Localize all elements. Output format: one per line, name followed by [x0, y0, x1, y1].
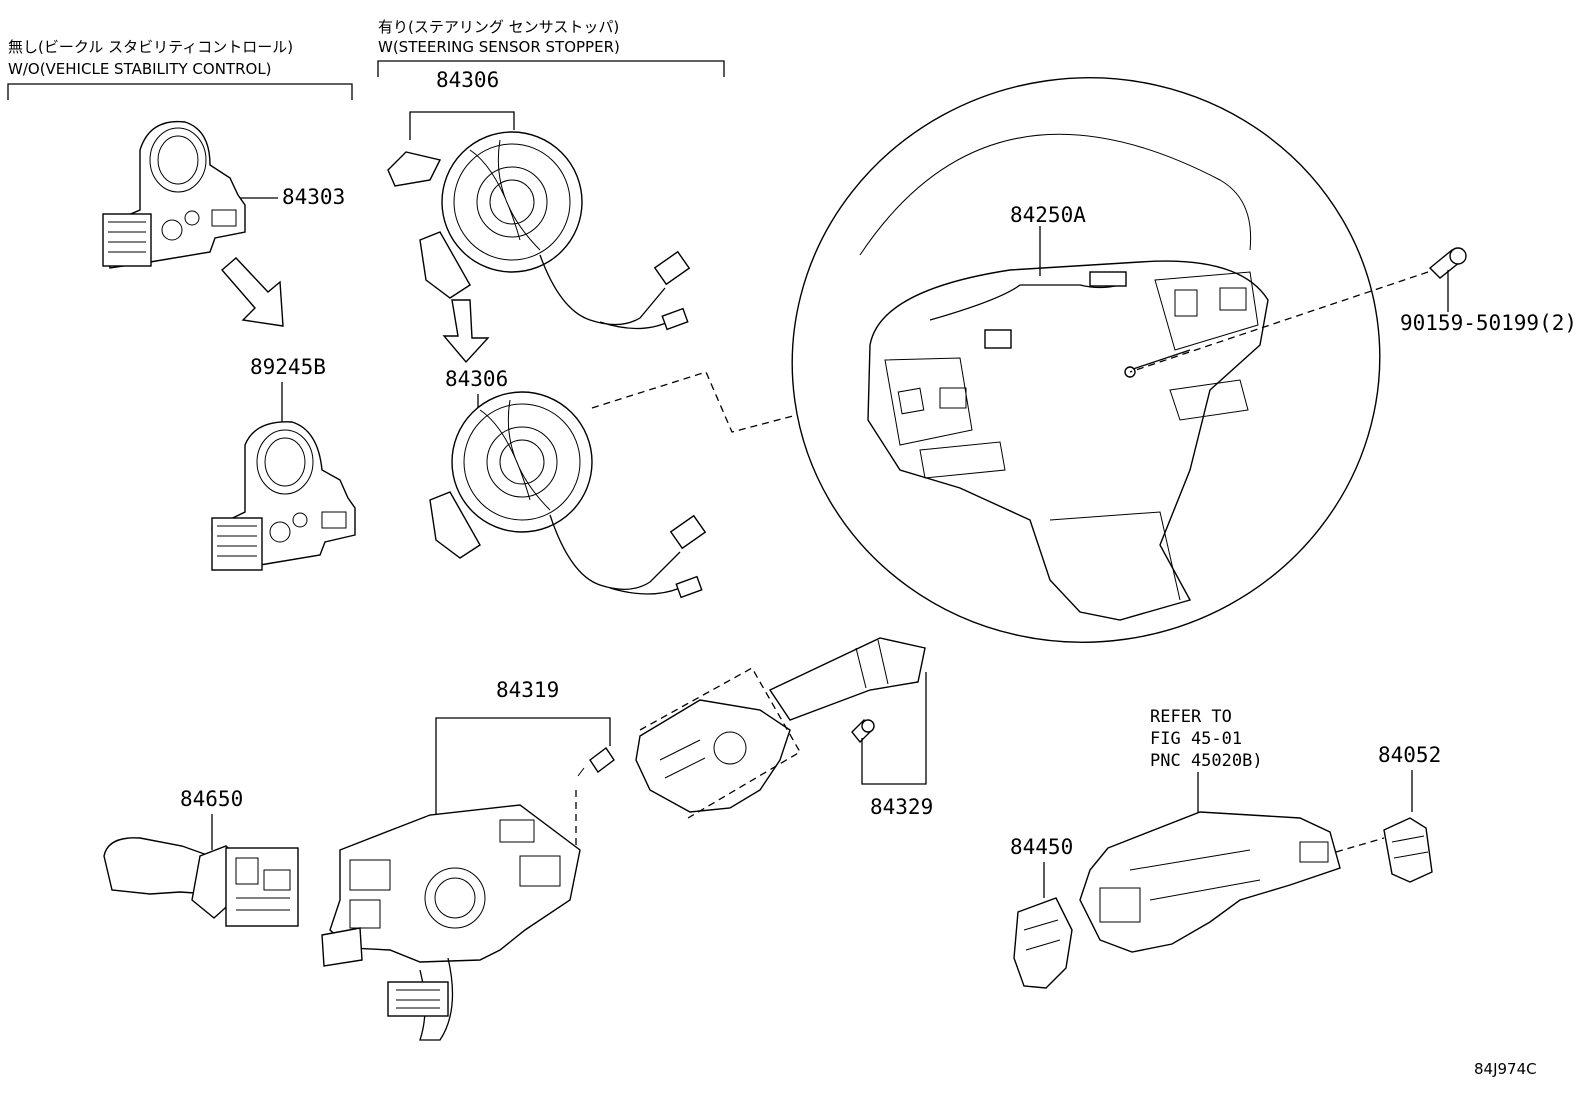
part-84306-top-drawing [387, 111, 691, 331]
part-84250a-drawing [791, 77, 1381, 643]
part-84650-drawing [103, 814, 299, 927]
label-84329: 84329 [870, 795, 933, 819]
part-84450-drawing [1013, 862, 1073, 989]
label-84450: 84450 [1010, 835, 1073, 859]
label-89245b: 89245B [250, 355, 326, 379]
diagram-id: 84J974C [1474, 1060, 1537, 1078]
label-84052: 84052 [1378, 743, 1441, 767]
heading-wo-vsc-en: W/O(VEHICLE STABILITY CONTROL) [8, 60, 272, 78]
refer-line2: FIG 45-01 [1150, 729, 1242, 749]
heading-w-stopper-en: W(STEERING SENSOR STOPPER) [378, 38, 620, 56]
label-90159: 90159-50199(2) [1400, 311, 1577, 335]
heading-wo-vsc-jp: 無し(ビークル スタビリティコントロール) [8, 38, 293, 56]
refer-note: REFER TO FIG 45-01 PNC 45020B) [1150, 707, 1263, 814]
label-84306-bottom: 84306 [445, 367, 508, 391]
part-90159-screw [1129, 247, 1467, 373]
label-84306-top: 84306 [436, 68, 499, 92]
part-84052-drawing [1383, 770, 1433, 883]
part-89245b-drawing [211, 382, 356, 571]
heading-w-stopper: 有り(ステアリング センサストッパ) W(STEERING SENSOR STO… [377, 18, 725, 77]
heading-wo-vsc: 無し(ビークル スタビリティコントロール) W/O(VEHICLE STABIL… [7, 38, 353, 100]
label-84319: 84319 [496, 678, 559, 702]
arrow-84306-down [442, 299, 490, 364]
steering-column-housing [1079, 811, 1341, 953]
part-84329-drawing [635, 637, 927, 819]
heading-w-stopper-jp: 有り(ステアリング センサストッパ) [378, 18, 619, 36]
leader-84052 [1335, 837, 1385, 853]
refer-line3: PNC 45020B) [1150, 751, 1263, 771]
part-84303-drawing [102, 120, 278, 269]
label-84250a: 84250A [1010, 203, 1086, 227]
part-84319-drawing [321, 717, 615, 1041]
arrow-84303-to-89245b [221, 257, 284, 327]
part-84306-bottom-drawing [429, 391, 707, 599]
refer-line1: REFER TO [1150, 707, 1232, 727]
label-84303: 84303 [282, 185, 345, 209]
label-84650: 84650 [180, 787, 243, 811]
